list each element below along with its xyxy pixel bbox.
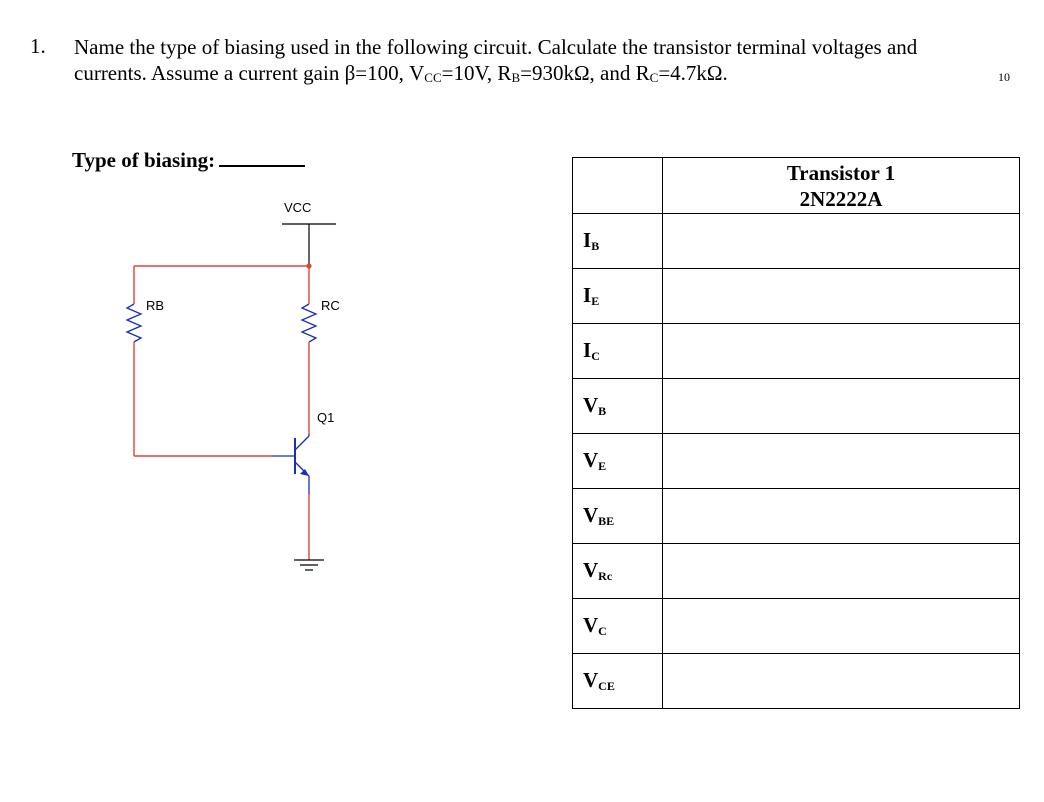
answer-cell[interactable] [662,433,1020,489]
biasing-prompt: Type of biasing: [72,147,306,173]
table-row: VBE [572,488,1020,544]
answer-cell[interactable] [662,543,1020,599]
question-line-2: currents. Assume a current gain β=100, V… [74,61,728,85]
row-label: IE [572,268,663,324]
table-header-cell: Transistor 1 2N2222A [662,157,1020,214]
header-transistor: Transistor 1 [786,160,896,185]
answer-cell[interactable] [662,378,1020,434]
table-row: IB [572,213,1020,269]
row-label: VB [572,378,663,434]
question-number: 1. [30,34,46,58]
question-text: Name the type of biasing used in the fol… [74,34,1024,86]
rc-label: RC [321,298,340,313]
table-row: IE [572,268,1020,324]
table-row: VRc [572,543,1020,599]
transistor-collector-lead [294,435,310,451]
table-row: IC [572,323,1020,379]
answer-cell[interactable] [662,268,1020,324]
answer-cell[interactable] [662,488,1020,544]
rc-resistor [300,303,318,343]
answer-cell[interactable] [662,213,1020,269]
row-label: VBE [572,488,663,544]
results-table: Transistor 1 2N2222A IB IE IC VB VE VBE … [572,157,1020,709]
table-row: VE [572,433,1020,489]
row-label: IC [572,323,663,379]
rb-resistor [125,303,143,343]
answer-cell[interactable] [662,653,1020,709]
row-label: VCE [572,653,663,709]
header-part: 2N2222A [799,186,883,211]
row-label: VRc [572,543,663,599]
table-row: VC [572,598,1020,654]
table-corner-cell [572,157,663,214]
rb-label: RB [146,298,164,313]
emitter-arrow-icon [300,469,309,476]
table-row: VCE [572,653,1020,709]
biasing-answer-blank [219,147,306,167]
table-row: VB [572,378,1020,434]
row-label: VE [572,433,663,489]
answer-cell[interactable] [662,598,1020,654]
row-label: VC [572,598,663,654]
biasing-label: Type of biasing: [72,148,216,172]
q1-label: Q1 [317,410,334,425]
question-line-1: Name the type of biasing used in the fol… [74,35,918,59]
vcc-label: VCC [284,200,311,215]
ground-icon [294,559,324,571]
answer-cell[interactable] [662,323,1020,379]
table-header-row: Transistor 1 2N2222A [572,157,1020,214]
row-label: IB [572,213,663,269]
circuit-schematic: VCC RB RC Q1 [125,200,340,571]
points-value: 10 [998,70,1010,84]
